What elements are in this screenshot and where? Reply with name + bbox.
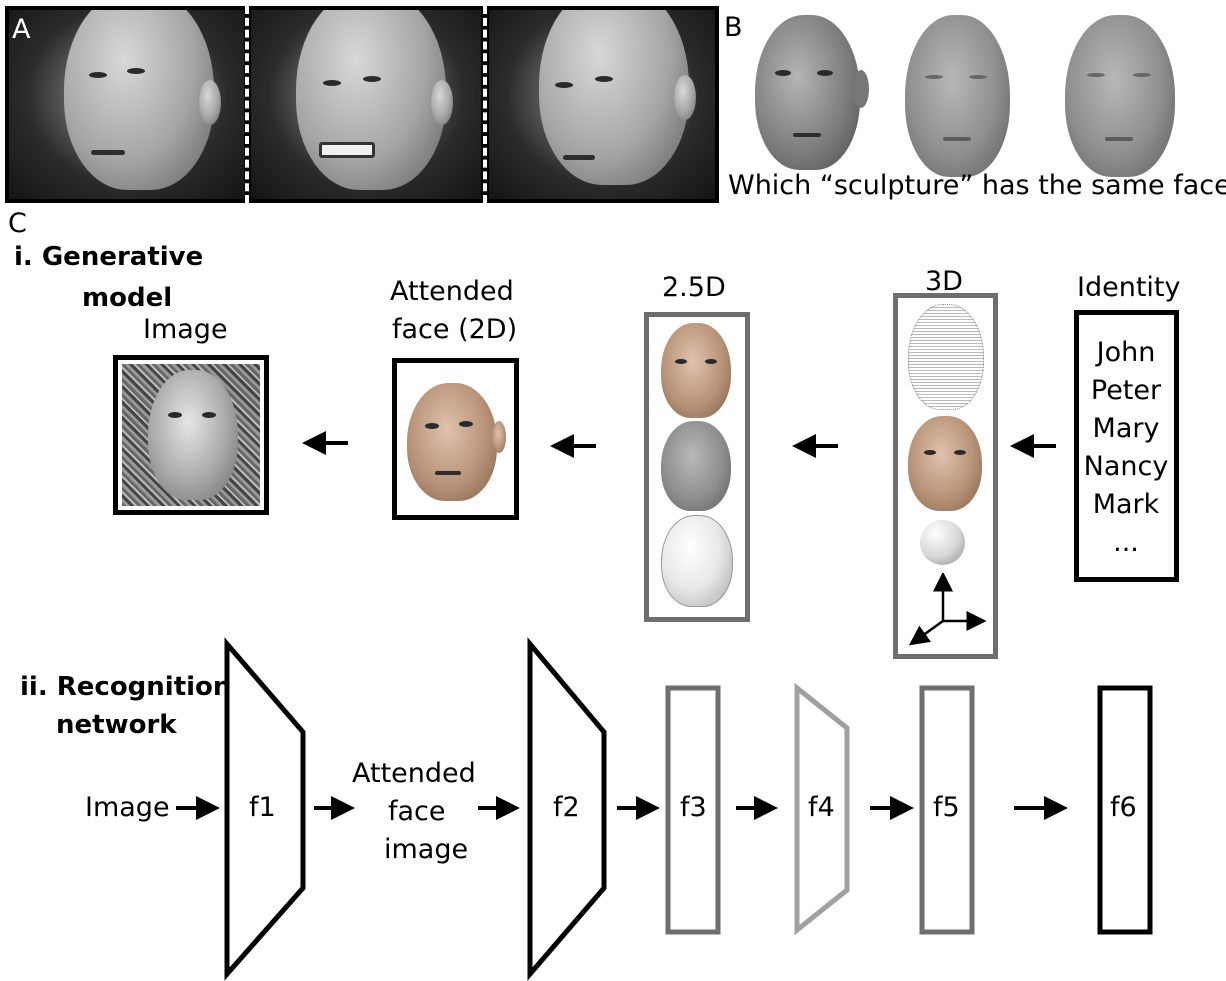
stage-f3-box [665,685,721,935]
generative-title-line2: model [82,283,173,313]
mouth [1105,137,1133,141]
face-shape [755,15,860,170]
mouth [91,150,125,155]
eye [89,72,107,78]
dashed-divider [245,6,249,203]
ear [674,75,696,120]
mouth [319,142,375,158]
stage-f1-trapezoid [224,637,306,981]
eye [323,80,341,86]
dashed-divider [483,6,487,203]
photo-face-2 [251,10,481,199]
ear [853,70,869,108]
sculpture-options [745,15,1205,177]
recognition-mid-line3: image [384,834,469,865]
stage-f4-trapezoid [794,682,850,936]
stage-f6-label: f6 [1110,792,1137,823]
eye [775,70,791,76]
panel-a-photo-strip [5,6,719,203]
eye [705,359,717,364]
attended-face [407,383,497,501]
identity-name: John [1096,337,1156,368]
eye [924,450,936,455]
textured-face-option [755,15,870,175]
box-3d [893,293,998,659]
stage-f5-label: f5 [933,792,960,823]
albedo-face [661,323,731,418]
attended-face-box [392,358,519,520]
identity-label: Identity [1077,272,1181,303]
panel-b-question: Which “sculpture” has the same face? [728,170,1226,201]
eye [675,359,687,364]
stage-f2-label: f2 [553,792,580,823]
pose-axes-icon [908,573,987,646]
eye [459,421,473,427]
eye [202,412,216,418]
recognition-mid-line1: Attended [352,758,476,789]
recognition-title-line2: network [56,710,177,740]
identity-name: ... [1113,527,1139,558]
stage-f1-label: f1 [249,792,276,823]
stage-f4-label: f4 [808,792,835,823]
photo-face-3 [489,10,715,199]
bald-head [64,10,214,190]
attended-label-line1: Attended [390,276,514,307]
sculpture-option-1 [905,15,1015,180]
eye [1087,73,1105,77]
lighting-sphere [920,520,965,565]
sculpture-face [1065,15,1175,177]
stage-f6-box [1097,685,1153,935]
bald-head [296,10,446,190]
mouth [563,155,595,160]
recognition-mid-line2: face [388,796,446,827]
identity-box: John Peter Mary Nancy Mark ... [1074,310,1179,582]
sculpture-face [905,15,1010,177]
mesh-face [908,304,984,410]
normal-face [661,515,733,607]
identity-name: Mary [1092,413,1160,444]
box-2-5d [644,312,750,622]
identity-name: Mark [1092,489,1160,520]
eye [555,82,573,88]
eye [168,412,182,418]
eye [817,70,833,76]
mouth [435,471,461,475]
image-box [113,355,269,515]
eye [595,76,613,82]
identity-name: Peter [1090,375,1162,406]
sculpture-option-2 [1065,15,1180,180]
textured-3d-face [908,416,982,511]
attended-label-line2: face (2D) [392,314,518,345]
eye [127,68,145,74]
label-3d: 3D [925,266,963,297]
photo-face-1 [9,10,244,199]
eye [969,75,987,79]
ear [492,421,506,453]
recognition-title-line1: ii. Recognition [20,672,232,702]
identity-name: Nancy [1083,451,1169,482]
face-in-image [148,370,238,500]
image-label: Image [143,314,228,345]
eye [425,423,439,429]
stage-f2-trapezoid [527,637,607,981]
stage-f5-box [919,685,975,935]
eye [1133,73,1151,77]
eye [363,76,381,82]
stage-f3-label: f3 [680,792,707,823]
eye [954,450,966,455]
shading-face [661,421,731,511]
label-2-5d: 2.5D [662,272,726,303]
recognition-input-label: Image [85,792,170,823]
generative-title-line1: i. Generative [14,242,204,272]
eye [925,75,943,79]
panel-a-letter: A [12,14,31,45]
panel-c-letter: C [8,208,27,239]
ear [199,80,221,125]
mouth [793,133,821,137]
ear [431,80,453,125]
mouth [943,137,971,141]
panel-b-letter: B [724,12,743,43]
